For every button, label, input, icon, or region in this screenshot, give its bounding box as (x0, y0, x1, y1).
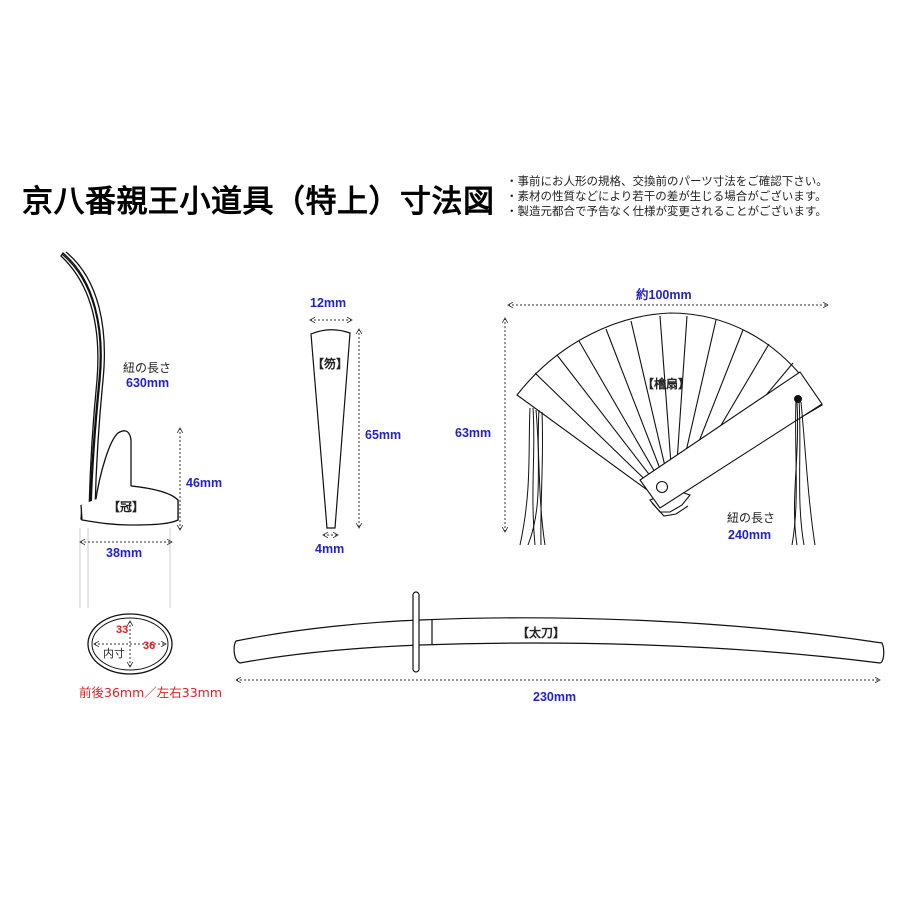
inner-lr-value: 33 (116, 624, 129, 636)
diagram-title: 京八番親王小道具（特上）寸法図 (22, 184, 495, 220)
hiougi-cords (519, 395, 816, 546)
note-item: ・素材の性質などにより若干の差が生じる場合がございます。 (506, 189, 827, 203)
tachi-label: 【太刀】 (517, 626, 566, 640)
note-item: ・製造元都合で予告なく仕様が変更されることがございます。 (506, 204, 827, 218)
notes-list: ・事前にお人形の規格、交換前のパーツ寸法をご確認下さい。 ・素材の性質などにより… (506, 174, 828, 219)
shaku-top-width-label: 12mm (310, 296, 347, 310)
hiougi-width-label: 約100mm (636, 288, 692, 302)
hiougi-cord-caption: 紐の長さ (727, 511, 776, 525)
tachi-drawing (233, 591, 885, 673)
kanmuri-width-label: 38mm (106, 546, 143, 560)
kanmuri-guide-lines (79, 528, 171, 608)
kanmuri-label: 【冠】 (108, 500, 145, 514)
inner-fb-value: 36 (143, 640, 156, 652)
hiougi-cord-length: 240mm (728, 528, 772, 542)
hiougi-drawing (516, 312, 823, 517)
kanmuri-height-label: 46mm (186, 476, 223, 490)
note-item: ・事前にお人形の規格、交換前のパーツ寸法をご確認下さい。 (506, 174, 828, 188)
shaku-length-label: 65mm (365, 428, 402, 442)
inner-size-summary: 前後36mm／左右33mm (79, 685, 223, 700)
shaku-bottom-width-label: 4mm (315, 542, 345, 556)
shaku-drawing (310, 329, 351, 529)
kanmuri-inner-ellipse (87, 613, 173, 675)
shaku-label: 【笏】 (312, 357, 349, 371)
tachi-length-label: 230mm (533, 690, 577, 704)
kanmuri-cord-caption: 紐の長さ (123, 361, 172, 375)
hiougi-height-label: 63mm (455, 426, 492, 440)
kanmuri-cord-length: 630mm (126, 376, 170, 390)
inner-size-label: 内寸 (103, 647, 125, 660)
kanmuri-drawing (60, 251, 179, 526)
hiougi-label: 【檜扇】 (642, 377, 691, 391)
